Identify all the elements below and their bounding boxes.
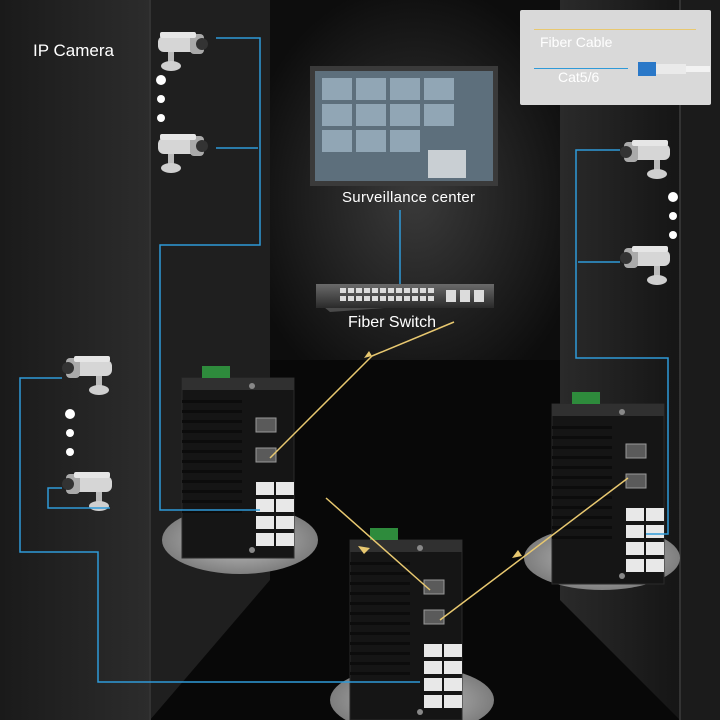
surveillance-monitor-icon bbox=[310, 66, 498, 186]
cat56-swatch bbox=[534, 68, 628, 69]
fiber-switch-icon bbox=[316, 284, 494, 312]
industrial-switch-bottom bbox=[349, 527, 463, 720]
fiber-cable-swatch bbox=[534, 29, 696, 30]
industrial-switch-right bbox=[551, 391, 665, 585]
legend: Fiber Cable Cat5/6 bbox=[520, 10, 711, 105]
legend-cat56: Cat5/6 bbox=[558, 69, 600, 85]
rj45-plug-icon bbox=[638, 62, 710, 76]
ip-camera-label: IP Camera bbox=[33, 41, 114, 60]
industrial-switch-left bbox=[181, 365, 295, 559]
surveillance-center-label: Surveillance center bbox=[342, 189, 476, 206]
fiber-switch-label: Fiber Switch bbox=[348, 314, 437, 331]
legend-fiber-cable: Fiber Cable bbox=[540, 34, 613, 50]
